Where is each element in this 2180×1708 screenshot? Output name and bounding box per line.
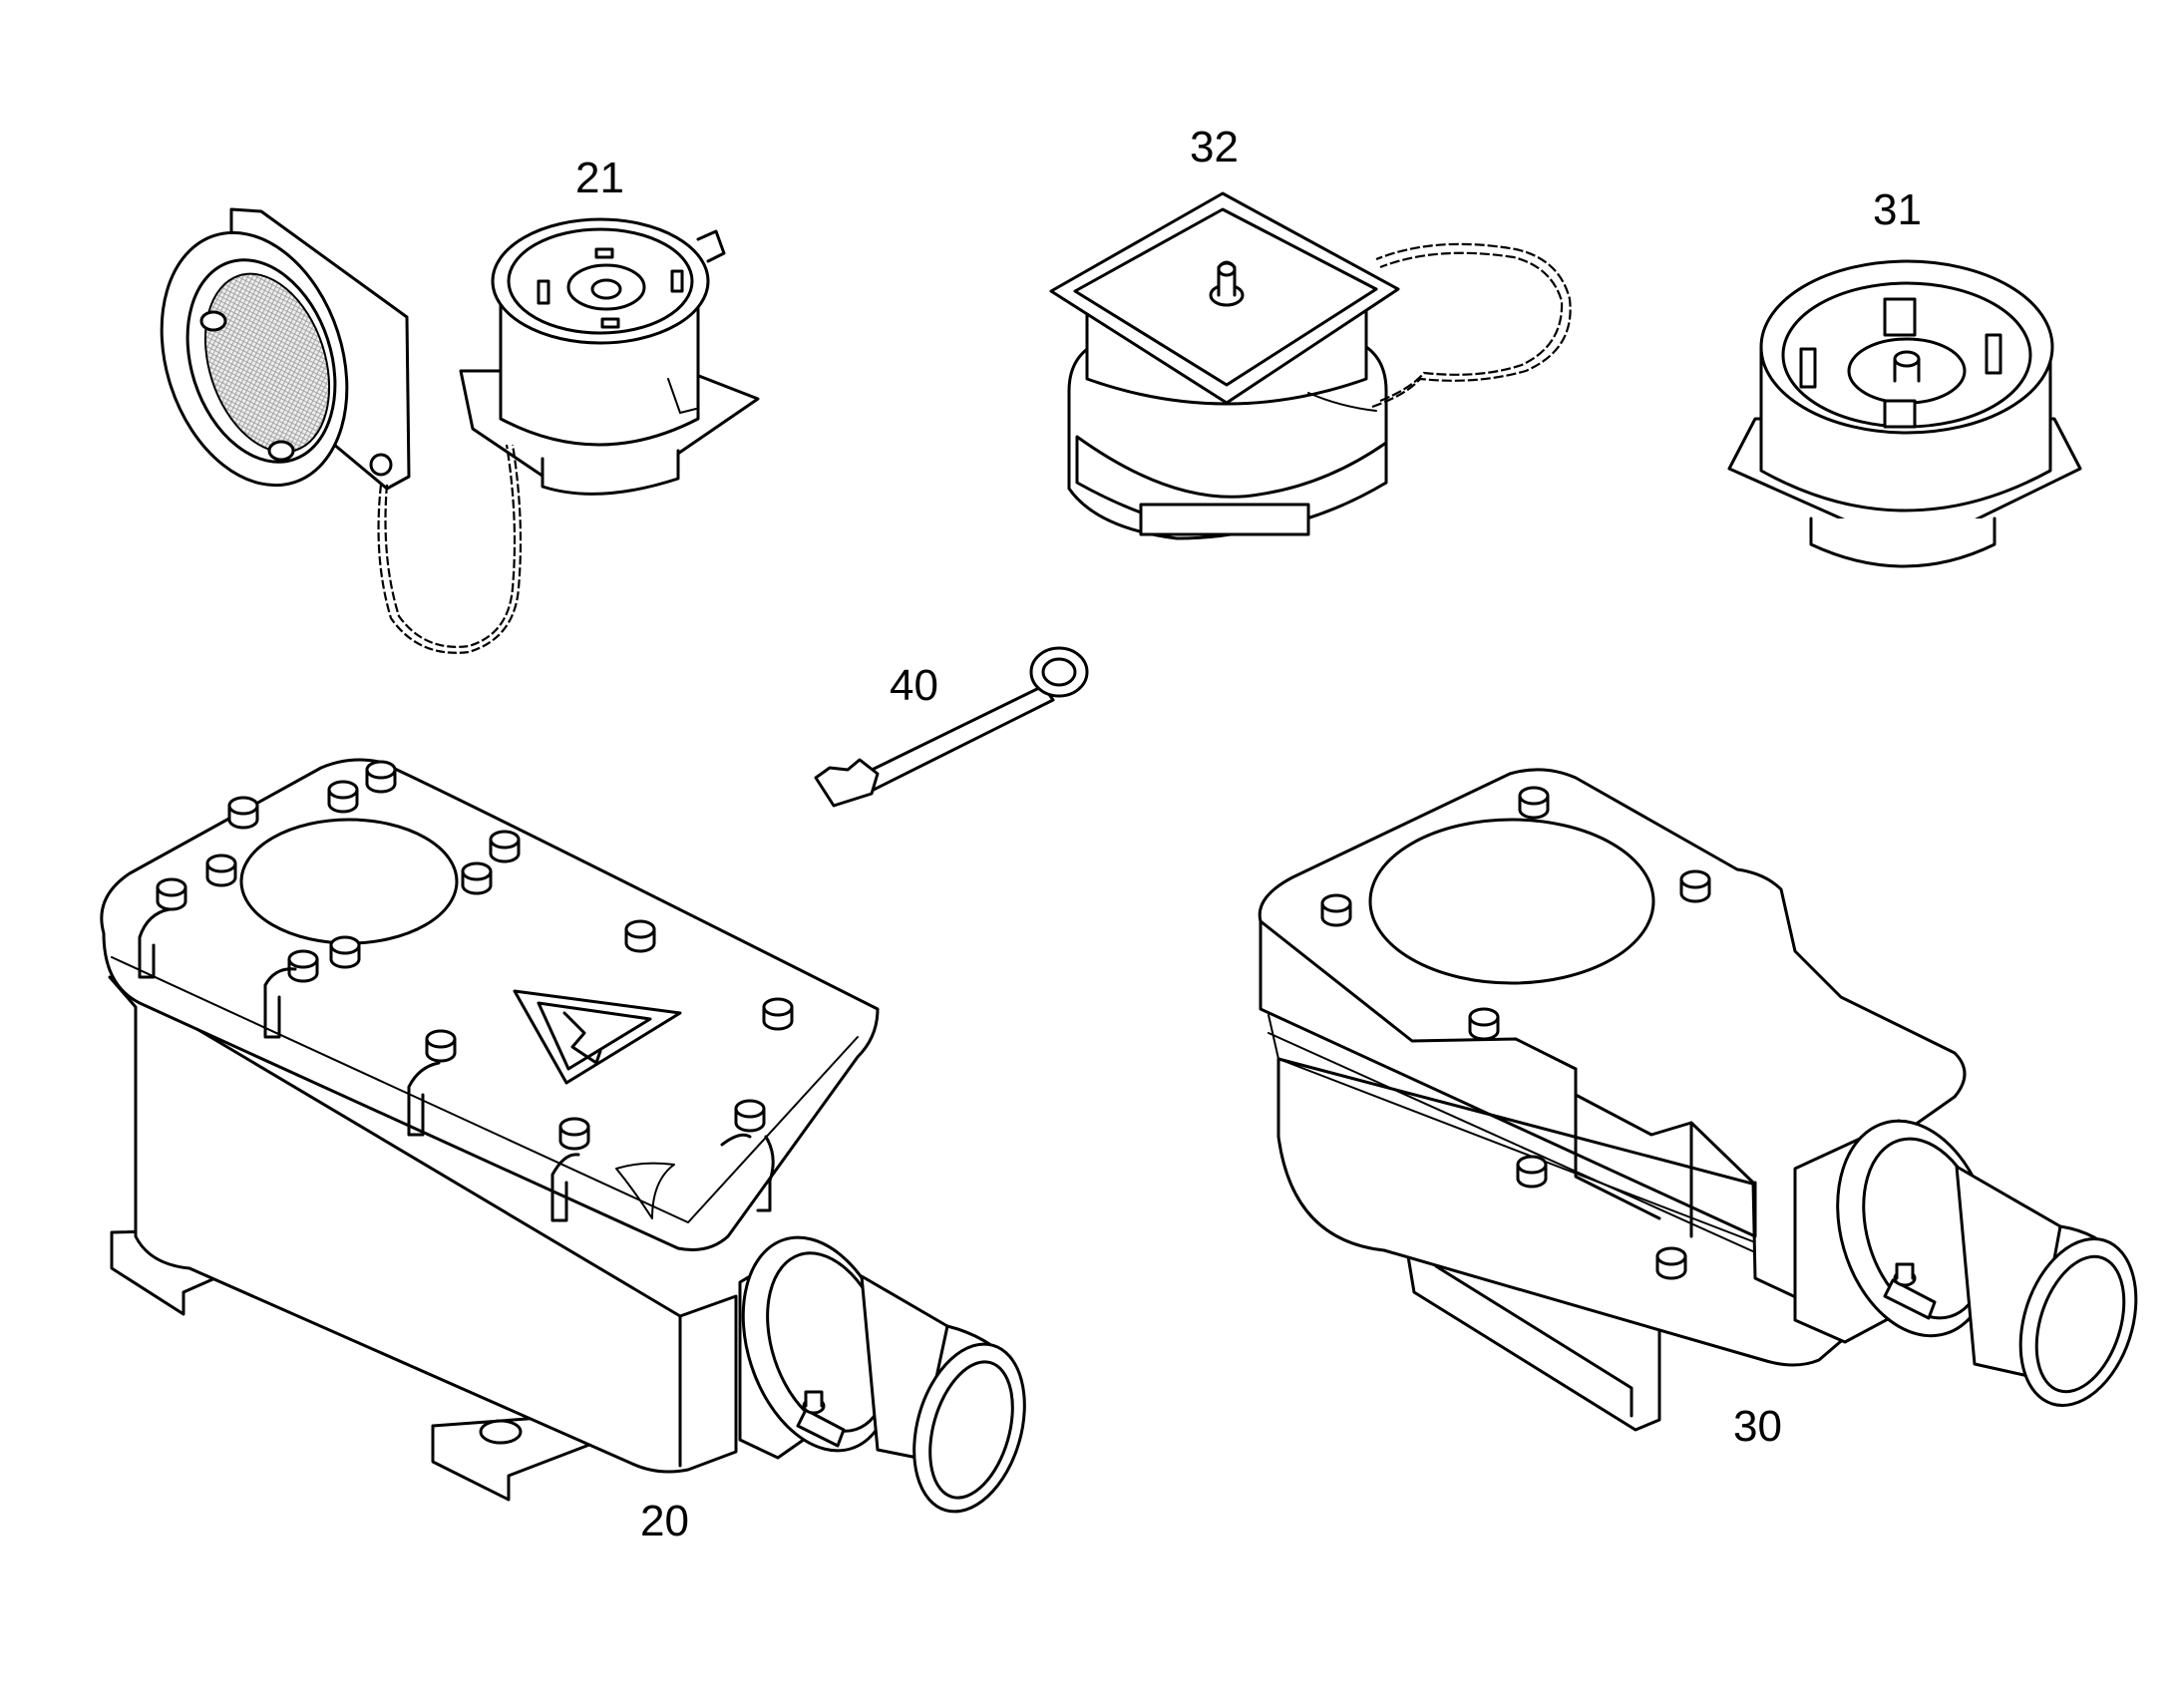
part-30-box: 30 (1258, 768, 2138, 1451)
callout-40: 40 (890, 661, 938, 710)
part-21-chain (377, 444, 523, 654)
callout-31: 31 (1873, 185, 1922, 234)
callout-20: 20 (640, 1497, 689, 1545)
part-31-socket: 31 (1727, 185, 2082, 568)
part-21-body (459, 217, 760, 496)
part-21-cap (160, 207, 411, 491)
callout-32: 32 (1190, 123, 1239, 171)
part-32-cover: 32 (1049, 123, 1572, 540)
part-21-socket: 21 (160, 154, 760, 654)
part-30-bolts (1320, 786, 1711, 1280)
callout-21: 21 (575, 154, 624, 202)
part-20-box: 20 (100, 758, 1026, 1545)
part-40-wrench: 40 (814, 646, 1089, 808)
part-32-chain (1371, 242, 1572, 409)
callout-30: 30 (1733, 1402, 1782, 1451)
part-20-bolts (156, 760, 794, 1151)
